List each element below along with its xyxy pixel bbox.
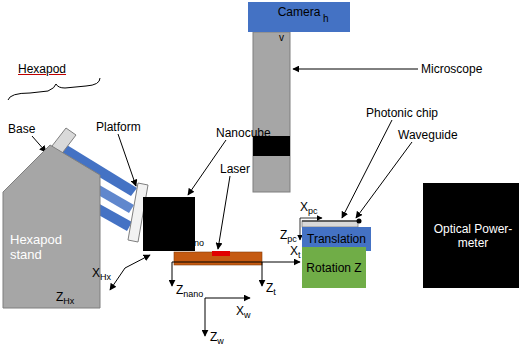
part-label: Waveguide xyxy=(398,128,458,142)
axis-arrow xyxy=(172,262,300,263)
axis-arrow xyxy=(300,218,301,240)
axis-arrow xyxy=(110,268,125,290)
leader-line xyxy=(118,134,136,186)
microscope-tube xyxy=(253,32,290,192)
waveguide xyxy=(302,220,358,222)
group-title: Hexapod xyxy=(18,62,66,76)
part-label: Platform xyxy=(96,120,141,134)
axis-label: ZHx xyxy=(56,290,74,304)
camera-box: Camera xyxy=(248,2,350,32)
axis-label: v xyxy=(279,31,284,45)
axis-label: Znano xyxy=(176,283,203,297)
part-label: Laser xyxy=(220,162,250,176)
node-label: Translation xyxy=(307,232,366,246)
axis-label: Xpc xyxy=(300,200,318,214)
part-label: Photonic chip xyxy=(366,106,438,120)
hexapod-stand: Hexapod stand xyxy=(0,140,102,310)
node-label: Optical Power-meter xyxy=(429,222,517,250)
stand-outline xyxy=(0,140,102,310)
axis-arrow xyxy=(172,262,173,286)
leader-line xyxy=(293,69,418,70)
part-label: Base xyxy=(8,122,35,136)
part-label: Nanocube xyxy=(216,126,271,140)
part-label: Microscope xyxy=(421,62,482,76)
axis-arrow xyxy=(205,298,250,299)
waveguide-end xyxy=(357,219,362,224)
node-label: Hexapod stand xyxy=(10,232,72,262)
axis-label: Xt xyxy=(290,244,301,258)
node-label: Camera xyxy=(278,5,321,19)
axis-label: Xw xyxy=(236,304,251,318)
axis-label: Xnano xyxy=(176,232,204,246)
laser-bar xyxy=(174,252,262,265)
power-meter: Optical Power-meter xyxy=(423,183,519,288)
axis-arrow xyxy=(205,298,206,336)
axis-arrow xyxy=(125,255,150,268)
axis-label: h xyxy=(323,12,329,26)
axis-arrow xyxy=(300,218,322,219)
leader-line xyxy=(218,176,230,249)
axis-label: Zt xyxy=(266,281,276,295)
axis-label: Zpc xyxy=(280,228,297,242)
bracket xyxy=(8,78,100,100)
axis-arrow xyxy=(262,262,263,286)
node-label: Rotation Z xyxy=(306,261,361,275)
laser-emitter xyxy=(212,251,230,256)
rotation-stage: Rotation Z xyxy=(302,247,366,288)
leader-line xyxy=(356,142,412,218)
axis-label: XHx xyxy=(92,266,111,280)
axis-label: Zw xyxy=(210,330,224,344)
leader-line xyxy=(32,136,46,152)
